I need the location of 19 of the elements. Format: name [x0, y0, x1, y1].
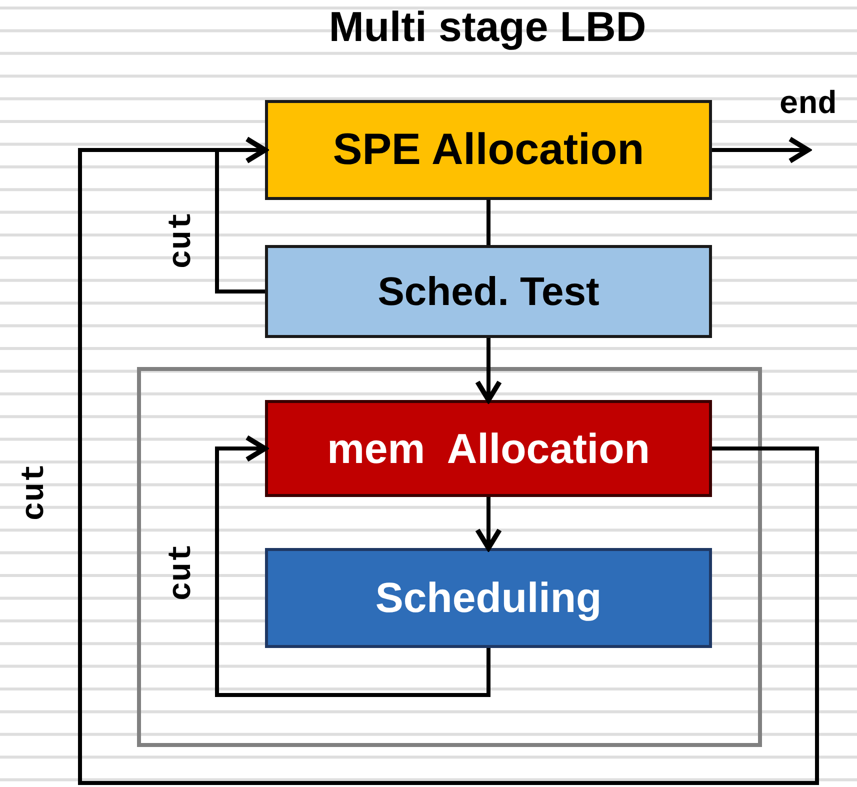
box-label: SPE Allocation — [332, 128, 644, 172]
group-box — [137, 367, 762, 747]
arrow — [78, 136, 819, 785]
process-box — [265, 100, 712, 200]
edge-label: cut — [166, 210, 198, 269]
box-label: mem Allocation — [327, 428, 650, 470]
edge-label: end — [779, 89, 837, 121]
diagram-title: Multi stage LBD — [328, 6, 648, 48]
process-box — [265, 245, 712, 338]
arrow — [215, 435, 490, 697]
arrow — [475, 338, 502, 402]
arrow — [712, 136, 810, 164]
process-box — [265, 548, 712, 648]
box-label: Scheduling — [375, 577, 602, 619]
arrow — [475, 497, 502, 550]
edge-label: cut — [166, 542, 198, 601]
process-box — [265, 400, 712, 497]
box-label: Sched. Test — [378, 272, 600, 312]
edge-label: cut — [19, 462, 51, 520]
